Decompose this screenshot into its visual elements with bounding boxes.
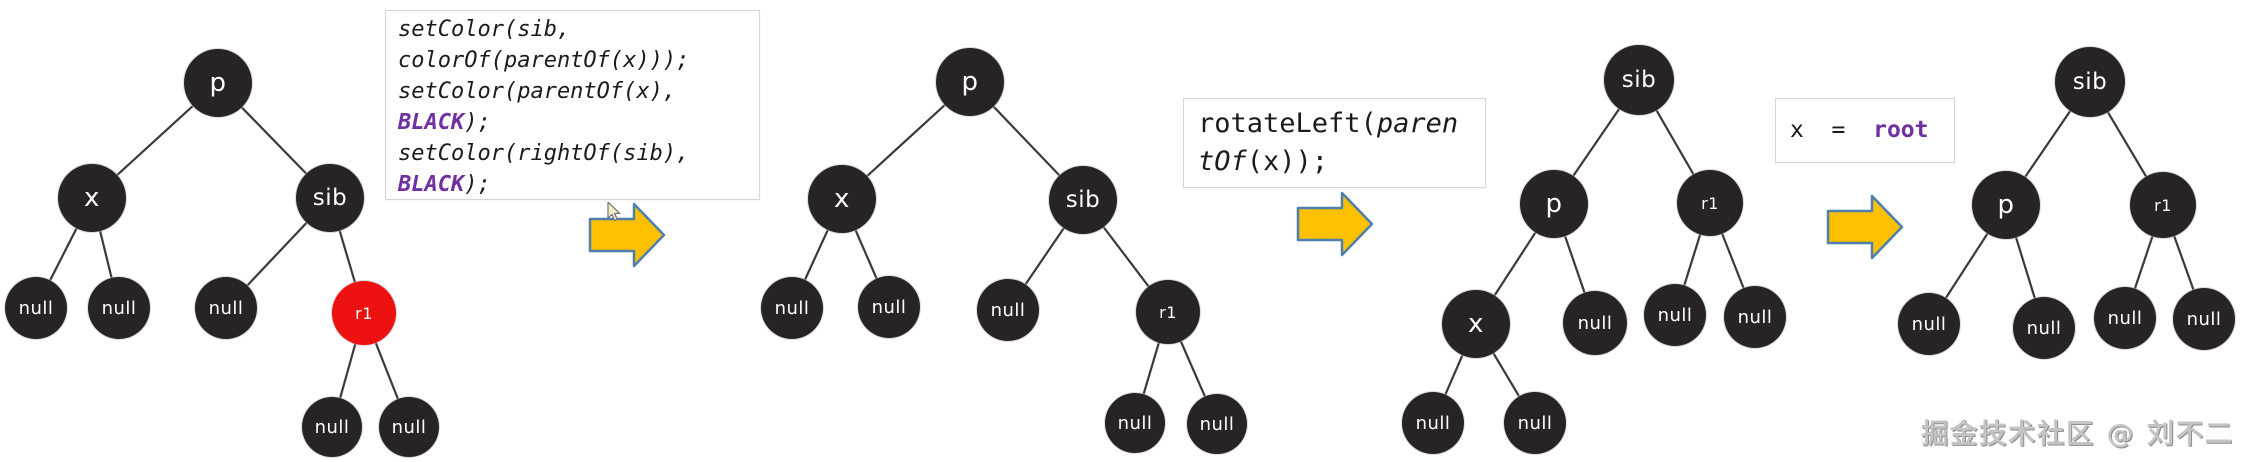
node-label: sib (2072, 69, 2108, 95)
code-keyword: BLACK (398, 172, 465, 197)
tree-node-null: null (302, 397, 362, 457)
tree-node-null: null (2013, 297, 2075, 359)
code-line: BLACK); (398, 169, 747, 200)
code-text: (x)); (1246, 146, 1329, 177)
node-label: p (209, 68, 227, 98)
node-label: null (1911, 313, 1947, 335)
tree-node-sib: sib (1049, 166, 1117, 234)
node-label: p (961, 67, 979, 97)
mouse-cursor-icon (607, 202, 621, 222)
code-text: ); (464, 172, 491, 197)
node-label: sib (1065, 187, 1101, 213)
code-text: setColor(sib, (398, 17, 571, 42)
tree-node-null: null (88, 277, 150, 339)
node-label: null (774, 297, 810, 319)
code-keyword: root (1873, 117, 1929, 143)
code-text: colorOf(parentOf(x))); (398, 48, 690, 73)
node-label: p (1997, 190, 2015, 220)
node-label: null (101, 297, 137, 319)
code-line: rotateLeft(paren (1198, 105, 1471, 143)
node-label: r1 (1701, 193, 1719, 213)
node-label: null (1577, 312, 1613, 334)
tree-node-x: x (808, 165, 876, 233)
code-text: x = (1790, 117, 1874, 143)
node-label: null (1737, 306, 1773, 328)
code-line: tOf(x)); (1198, 143, 1471, 181)
tree-node-null: null (2173, 288, 2235, 350)
tree-node-p: p (1972, 171, 2040, 239)
tree-node-null: null (2094, 287, 2156, 349)
tree-node-r1: r1 (2130, 172, 2196, 238)
code-keyword: BLACK (398, 110, 465, 135)
node-label: null (1657, 304, 1693, 326)
tree-node-null: null (761, 277, 823, 339)
recolor-code-box: setColor(sib, colorOf(parentOf(x))); setCo… (385, 10, 760, 200)
node-label: r1 (2154, 195, 2172, 215)
tree-node-null: null (195, 277, 257, 339)
flow-arrow-2 (1296, 191, 1374, 257)
node-label: null (314, 416, 350, 438)
watermark: 掘金技术社区 @ 刘不二 (1921, 419, 2234, 450)
code-line: x = root (1790, 114, 1940, 147)
node-label: null (18, 297, 54, 319)
code-text: paren (1376, 108, 1459, 139)
code-text: setColor(parentOf(x), (398, 79, 677, 104)
tree-node-x: x (1442, 290, 1510, 358)
node-label: r1 (1159, 302, 1177, 322)
tree-node-sib: sib (296, 164, 364, 232)
tree-node-null: null (1563, 291, 1627, 355)
tree-node-null: null (1504, 392, 1566, 454)
tree-node-x: x (58, 164, 126, 232)
node-label: x (834, 184, 850, 214)
node-label: sib (1621, 67, 1657, 93)
node-label: null (2107, 307, 2143, 329)
node-label: null (871, 296, 907, 318)
code-text: rotateLeft( (1198, 108, 1377, 139)
node-label: null (1517, 412, 1553, 434)
tree-node-null: null (1724, 286, 1786, 348)
code-line: setColor(parentOf(x), (398, 76, 747, 107)
code-line: setColor(rightOf(sib), (398, 138, 747, 169)
node-label: null (208, 297, 244, 319)
code-text: ); (464, 110, 491, 135)
tree-node-null: null (977, 279, 1039, 341)
node-label: null (990, 299, 1026, 321)
tree-node-null: null (1898, 293, 1960, 355)
tree-node-r1: r1 (1136, 280, 1200, 344)
node-label: null (2026, 317, 2062, 339)
tree-node-null: null (1402, 392, 1464, 454)
code-line: setColor(sib, (398, 14, 747, 45)
node-label: r1 (355, 303, 373, 323)
tree-node-null: null (379, 397, 439, 457)
tree-node-sib: sib (2055, 47, 2125, 117)
tree-node-null: null (1187, 394, 1247, 454)
code-text: setColor(rightOf(sib), (398, 141, 690, 166)
node-label: x (1468, 309, 1484, 339)
tree-node-sib: sib (1604, 45, 1674, 115)
tree-node-null: null (858, 276, 920, 338)
tree-node-p: p (936, 48, 1004, 116)
tree-node-r1-red: r1 (332, 281, 396, 345)
tree-node-null: null (1644, 284, 1706, 346)
node-label: null (1415, 412, 1451, 434)
tree-node-null: null (1105, 393, 1165, 453)
code-line: colorOf(parentOf(x))); (398, 45, 747, 76)
code-text: tOf (1198, 146, 1247, 177)
tree-node-p: p (184, 49, 252, 117)
node-label: null (1199, 413, 1235, 435)
flow-arrow-1 (588, 202, 666, 268)
tree-node-r1: r1 (1677, 170, 1743, 236)
node-label: p (1545, 189, 1563, 219)
node-label: null (391, 416, 427, 438)
tree-node-null: null (5, 277, 67, 339)
code-line: BLACK); (398, 107, 747, 138)
node-label: null (2186, 308, 2222, 330)
assign-root-code-box: x = root (1775, 98, 1955, 163)
flow-arrow-3 (1826, 194, 1904, 260)
node-label: x (84, 183, 100, 213)
node-label: sib (312, 185, 348, 211)
node-label: null (1117, 412, 1153, 434)
tree-node-p: p (1520, 170, 1588, 238)
